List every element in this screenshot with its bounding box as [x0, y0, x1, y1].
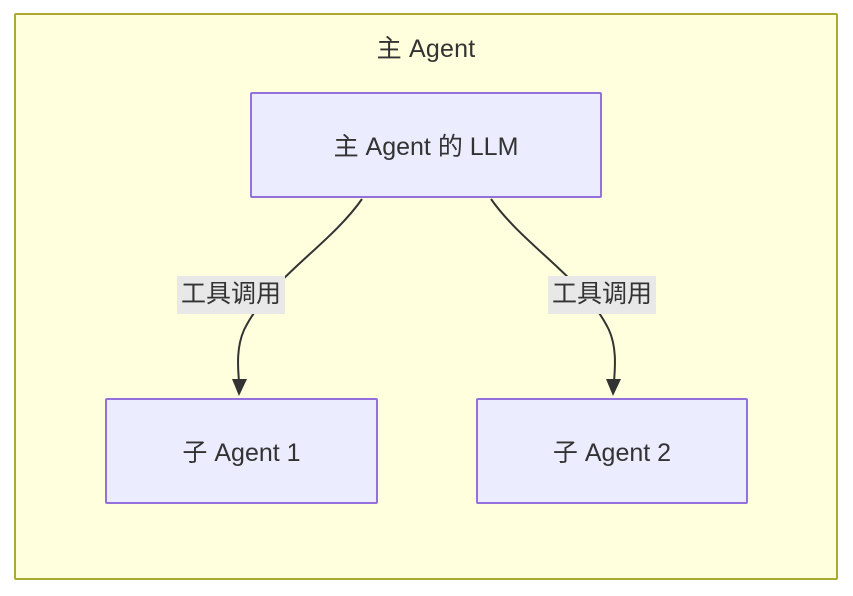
node-sub-agent-1-label: 子 Agent 1	[182, 439, 301, 467]
subgraph-title: 主 Agent	[376, 35, 476, 63]
node-main-agent-llm-label: 主 Agent 的 LLM	[333, 133, 519, 161]
node-sub-agent-2[interactable]: 子 Agent 2	[476, 398, 748, 504]
node-sub-agent-1[interactable]: 子 Agent 1	[105, 398, 378, 504]
node-main-agent-llm[interactable]: 主 Agent 的 LLM	[250, 92, 602, 198]
node-sub-agent-2-label: 子 Agent 2	[552, 439, 672, 467]
edge-label-tool-call-right: 工具调用	[548, 276, 657, 314]
edge-label-tool-call-left: 工具调用	[177, 276, 286, 314]
